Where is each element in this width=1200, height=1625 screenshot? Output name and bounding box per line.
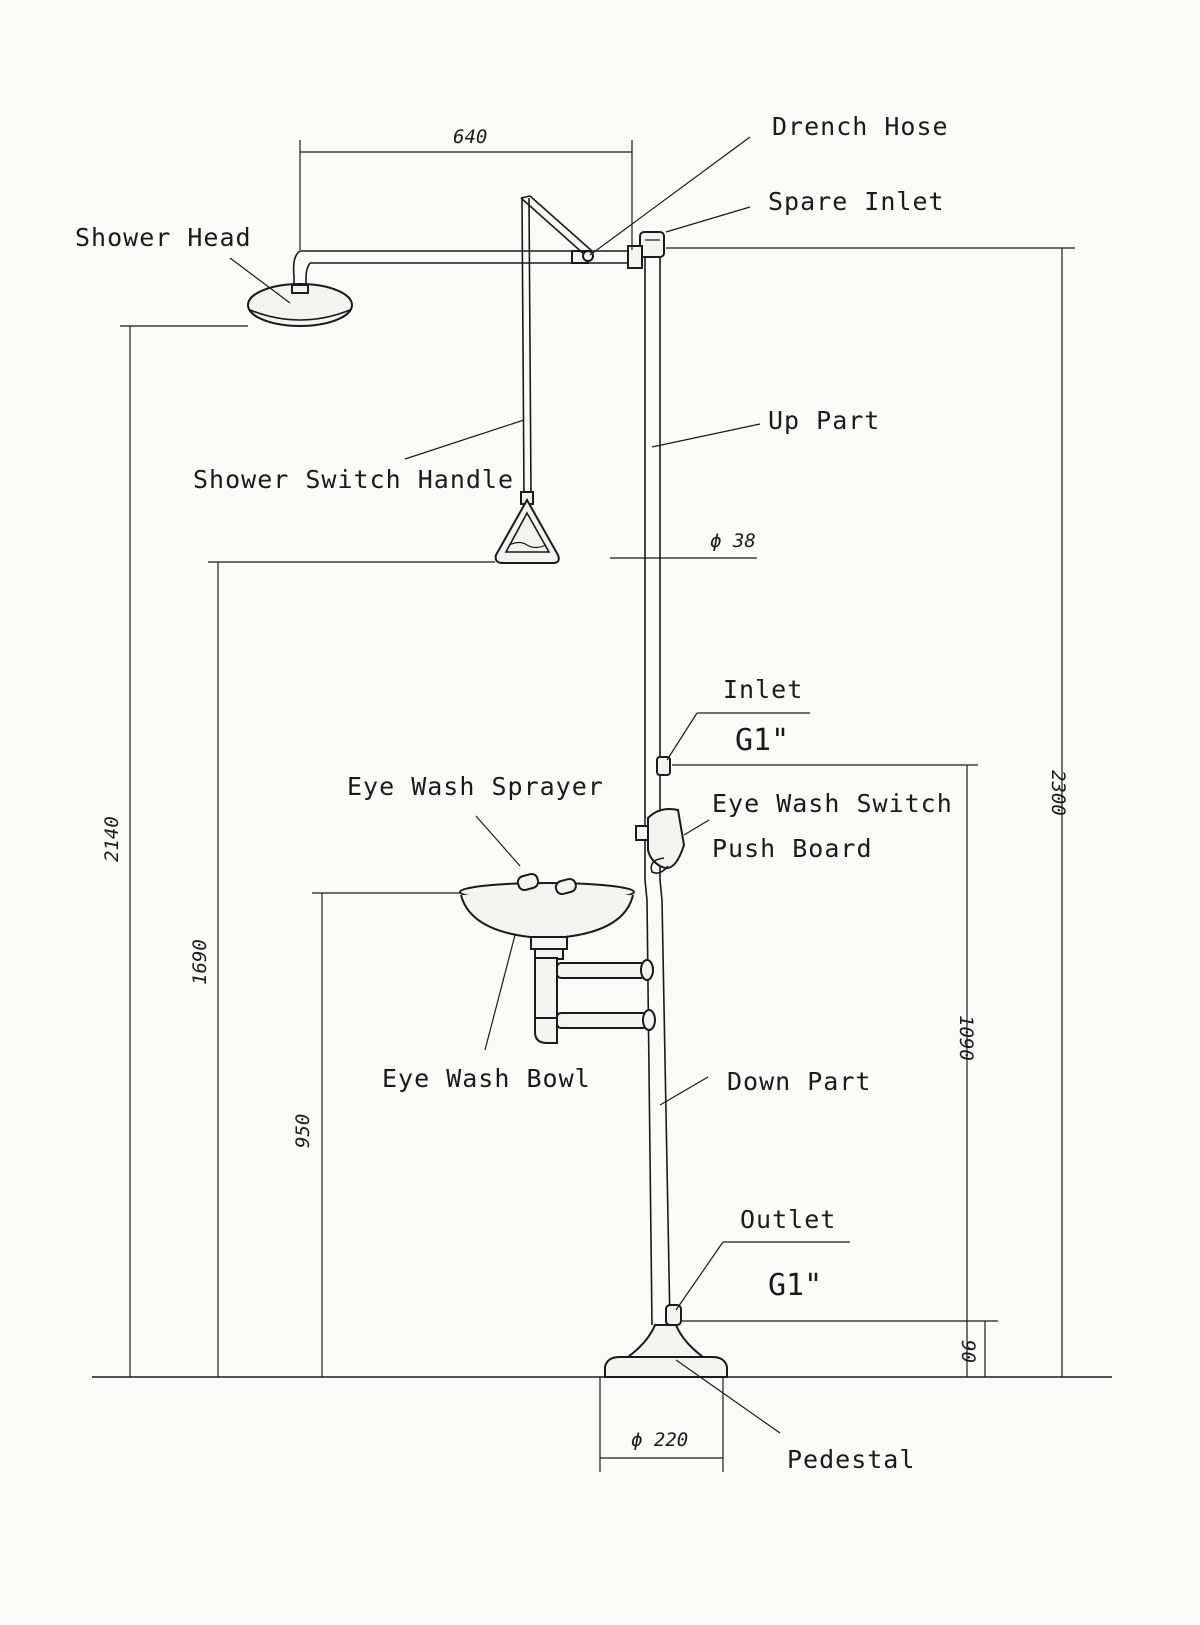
pedestal <box>604 1324 728 1378</box>
dimension-lines <box>120 140 1075 1472</box>
label-down-part: Down Part <box>727 1067 871 1096</box>
dim-bowl-height: 950 <box>292 1114 314 1148</box>
label-eye-wash-bowl: Eye Wash Bowl <box>382 1064 591 1093</box>
dim-inlet-height: 1090 <box>955 1015 977 1061</box>
eye-wash-sprayers <box>516 872 577 896</box>
shower-switch-handle <box>494 197 560 564</box>
eye-wash-drain-pipes <box>534 957 656 1044</box>
eye-wash-push-board <box>635 808 686 874</box>
dim-shower-head-height: 2140 <box>101 816 123 862</box>
dim-pedestal-diameter: ϕ 220 <box>631 1429 688 1451</box>
drench-hose-lever <box>520 195 594 262</box>
inlet-fitting <box>656 756 671 776</box>
label-inlet: Inlet <box>723 675 803 704</box>
label-up-part: Up Part <box>768 406 880 435</box>
label-pedestal: Pedestal <box>787 1445 915 1474</box>
spare-inlet-fitting <box>639 231 665 258</box>
label-drench-hose: Drench Hose <box>772 112 949 141</box>
label-push-board: Push Board <box>712 834 873 863</box>
label-eye-wash-switch: Eye Wash Switch <box>712 789 953 818</box>
dim-outlet-height: 90 <box>957 1340 979 1363</box>
dim-pipe-diameter: ϕ 38 <box>710 530 756 552</box>
label-spare-inlet: Spare Inlet <box>768 187 945 216</box>
eye-wash-bowl <box>459 882 635 960</box>
dim-total-height: 2300 <box>1047 770 1069 816</box>
shower-head <box>247 283 353 327</box>
label-shower-head: Shower Head <box>75 223 252 252</box>
label-outlet: Outlet <box>740 1205 836 1234</box>
label-shower-switch-handle: Shower Switch Handle <box>193 465 514 494</box>
label-eye-wash-sprayer: Eye Wash Sprayer <box>347 772 604 801</box>
dim-arm-length: 640 <box>453 126 487 148</box>
label-outlet-size: G1" <box>768 1268 822 1303</box>
leader-lines <box>229 136 850 1434</box>
main-pipe <box>644 255 671 1326</box>
label-inlet-size: G1" <box>735 723 789 758</box>
outlet-fitting <box>665 1304 682 1326</box>
dim-handle-height: 1690 <box>189 939 211 985</box>
